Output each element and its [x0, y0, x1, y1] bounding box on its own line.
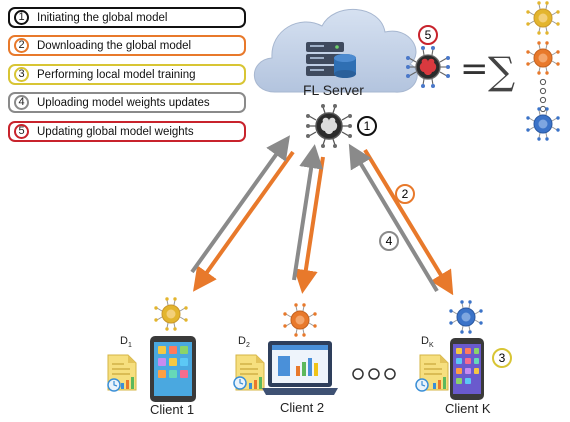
- updated-global-model-icon: [406, 46, 450, 88]
- legend-number-badge: 5: [14, 124, 29, 139]
- legend-label: Initiating the global model: [37, 11, 168, 24]
- client-k-dataset-icon: [415, 354, 449, 392]
- client-2-dataset-label: D2: [238, 335, 250, 349]
- client-1-local-model-icon: [154, 297, 188, 331]
- upload-arrow-client-k: [348, 143, 439, 293]
- step-5-badge: 5: [418, 25, 438, 45]
- upload-arrow-client-1: [190, 135, 290, 274]
- legend-item-downloading: 2 Downloading the global model: [8, 35, 246, 56]
- dataset-letter: D: [238, 335, 246, 347]
- more-clients-icon: [352, 368, 396, 380]
- client-2-label: Client 2: [280, 400, 325, 415]
- step-1-badge: 1: [357, 116, 377, 136]
- ellipsis-icon: [539, 78, 547, 113]
- global-model-icon: [306, 104, 352, 148]
- client-1-dataset-label: D1: [120, 335, 132, 349]
- summation-icon: ∑: [488, 49, 515, 93]
- legend-item-training: 3 Performing local model training: [8, 64, 246, 85]
- client-k-dataset-label: DK: [421, 335, 434, 349]
- legend-item-initiating: 1 Initiating the global model: [8, 7, 246, 28]
- legend-number-badge: 3: [14, 67, 29, 82]
- client-2-local-model-icon: [283, 303, 317, 337]
- local-model-orange-icon: [526, 41, 560, 75]
- legend-label: Downloading the global model: [37, 39, 192, 52]
- dataset-index: K: [428, 342, 434, 350]
- server-icon: [306, 42, 356, 78]
- arrows: [190, 135, 454, 296]
- upload-arrow-client-2: [292, 144, 324, 281]
- local-model-yellow-icon: [526, 1, 560, 35]
- dataset-letter: D: [120, 335, 128, 347]
- laptop-icon: [262, 341, 338, 395]
- legend-number-badge: 2: [14, 38, 29, 53]
- phone-icon: [450, 338, 484, 400]
- download-arrow-client-2: [293, 156, 325, 294]
- legend-label: Updating global model weights: [37, 125, 194, 138]
- client-1-dataset-icon: [107, 354, 137, 392]
- equals-sign: =: [460, 49, 489, 89]
- legend-label: Performing local model training: [37, 68, 196, 81]
- dataset-index: 2: [245, 342, 250, 350]
- download-arrow-client-k: [363, 148, 454, 296]
- legend-item-updating: 5 Updating global model weights: [8, 121, 246, 142]
- dataset-letter: D: [421, 335, 429, 347]
- dataset-index: 1: [127, 342, 132, 350]
- server-label: FL Server: [303, 82, 364, 98]
- client-k-local-model-icon: [449, 300, 483, 334]
- client-k-label: Client K: [445, 401, 491, 416]
- client-1-label: Client 1: [150, 402, 195, 417]
- download-arrow-client-1: [193, 150, 295, 292]
- tablet-icon: [150, 336, 196, 402]
- local-model-blue-icon: [526, 107, 560, 141]
- legend-number-badge: 4: [14, 95, 29, 110]
- legend-label: Uploading model weights updates: [37, 96, 210, 109]
- legend-number-badge: 1: [14, 10, 29, 25]
- client-2-dataset-icon: [233, 354, 265, 391]
- step-2-badge: 2: [395, 184, 415, 204]
- step-4-badge: 4: [379, 231, 399, 251]
- step-3-badge: 3: [492, 348, 512, 368]
- legend-item-uploading: 4 Uploading model weights updates: [8, 92, 246, 113]
